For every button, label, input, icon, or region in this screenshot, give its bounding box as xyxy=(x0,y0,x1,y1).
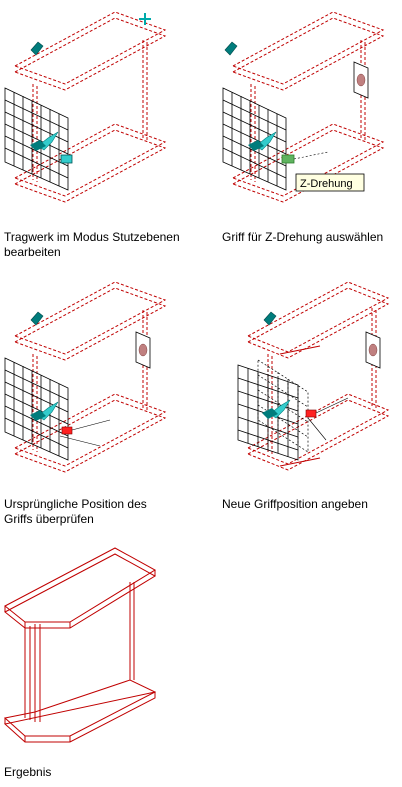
step-3-panel: Ursprüngliche Position des Griffs überpr… xyxy=(0,270,200,526)
step-4-caption: Neue Griffposition angeben xyxy=(222,497,368,511)
grip-new-position[interactable] xyxy=(305,409,317,418)
z-rotation-grip[interactable] xyxy=(60,154,73,164)
tooltip-label: Z-Drehung xyxy=(300,178,353,190)
step-3-illustration xyxy=(4,281,167,473)
step-1-illustration xyxy=(4,11,167,203)
corner-grip-icon[interactable] xyxy=(139,13,151,25)
step-1-panel: Tragwerk im Modus Stutzebenen bearbeiten xyxy=(0,0,200,259)
step-1-caption: Tragwerk im Modus Stutzebenen bearbeiten xyxy=(4,230,180,259)
step-3-caption: Ursprüngliche Position des Griffs überpr… xyxy=(4,497,147,526)
step-5-caption: Ergebnis xyxy=(4,765,52,779)
step-2-caption: Griff für Z-Drehung auswählen xyxy=(222,230,384,244)
step-4-panel: Neue Griffposition angeben xyxy=(218,270,402,511)
step-2-illustration: Z-Drehung xyxy=(222,11,385,203)
step-2-panel: Z-Drehung Griff für Z-Drehung auswählen xyxy=(218,0,402,244)
z-rotation-tooltip xyxy=(295,173,365,192)
plane-marker-icon xyxy=(30,41,44,56)
result-beam-illustration xyxy=(3,547,157,743)
step-4-illustration xyxy=(237,281,390,471)
grip-original-position[interactable] xyxy=(61,426,73,435)
step-5-panel: Ergebnis xyxy=(0,540,200,787)
z-rotation-grip-selected[interactable] xyxy=(281,154,295,164)
